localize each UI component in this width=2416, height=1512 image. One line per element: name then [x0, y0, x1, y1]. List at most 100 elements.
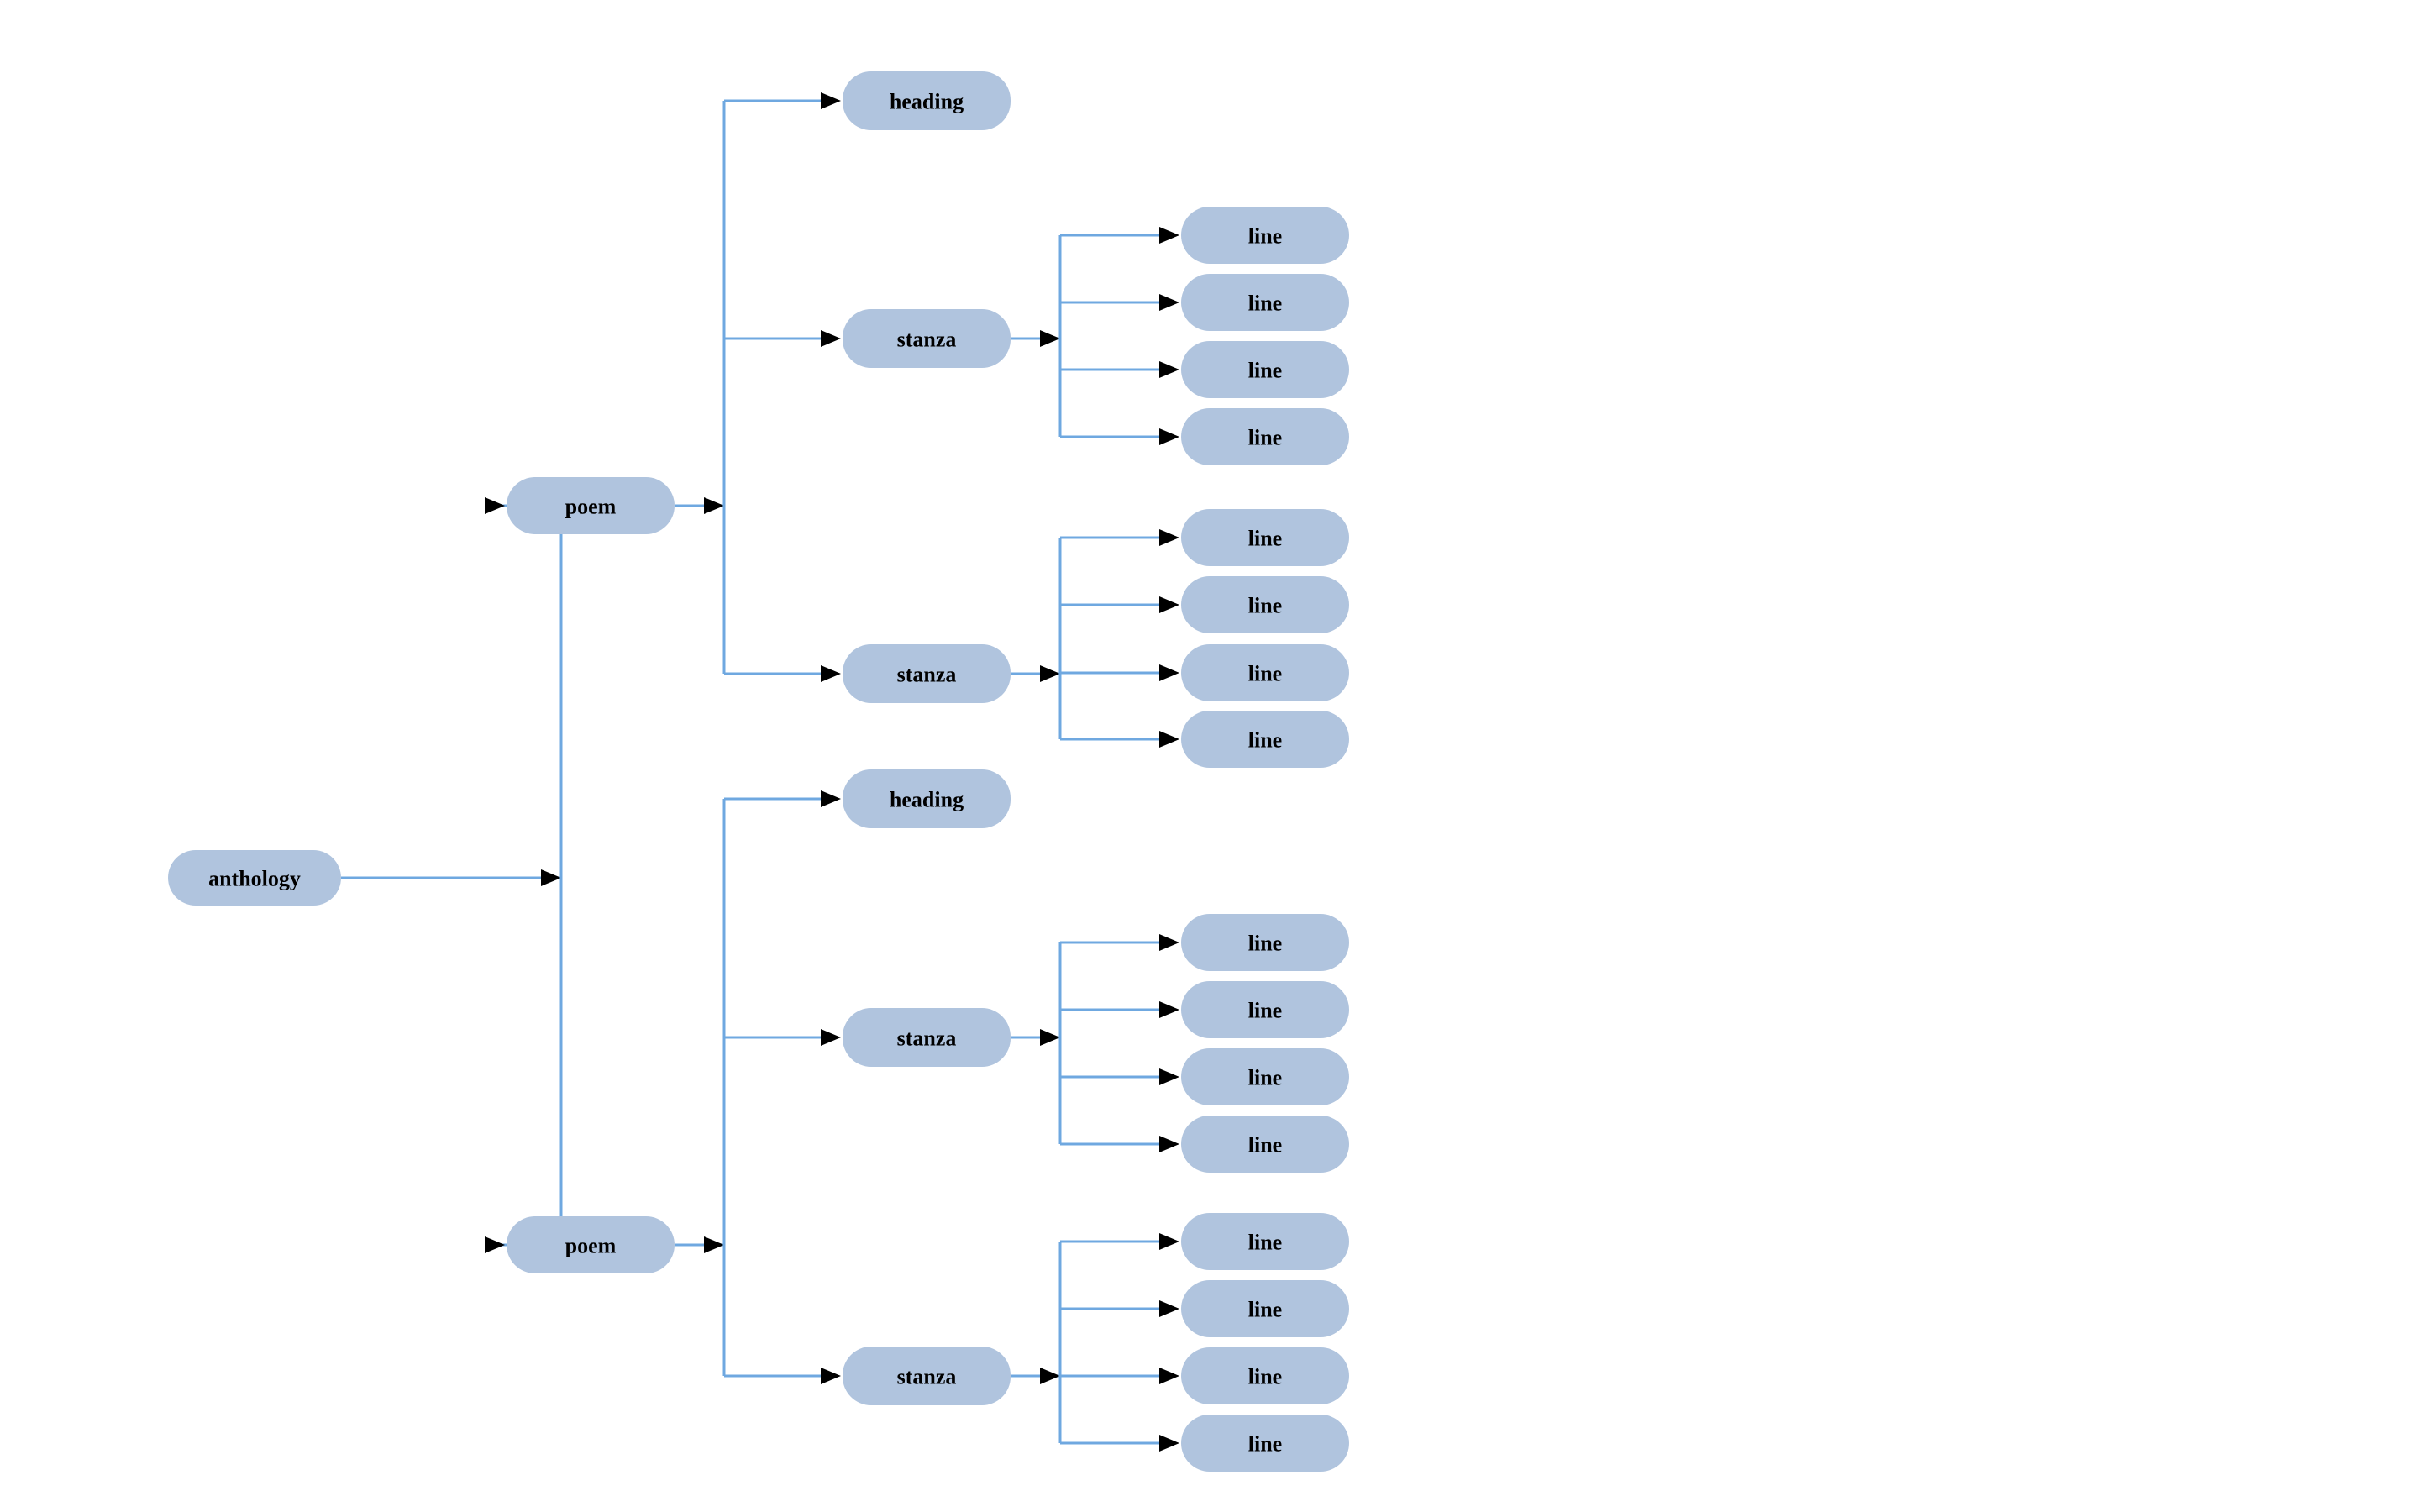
arrow-into-poem-1-stanza-1 [821, 330, 841, 347]
arrow-into-poem-1-stanza-1-line-2 [1159, 294, 1179, 311]
node-shape-poem-2-heading [843, 769, 1011, 828]
node-shape-poem-1 [507, 477, 675, 534]
node-shape-poem-2-stanza-1-line-3 [1181, 1048, 1349, 1105]
arrow-into-poem-2-stanza-2 [821, 1368, 841, 1384]
node-poem-2-stanza-1[interactable]: stanza [843, 1008, 1011, 1067]
node-poem-1[interactable]: poem [507, 477, 675, 534]
arrow-into-poem-2-stanza-1-line-1 [1159, 934, 1179, 951]
arrow-into-poem-1-stanza-2-line-3 [1159, 664, 1179, 681]
node-shape-poem-2 [507, 1216, 675, 1273]
node-label-poem-2-stanza-1: stanza [897, 1026, 957, 1051]
node-label-poem-1-stanza-2-line-1: line [1248, 527, 1282, 551]
node-label-poem-1-stanza-1: stanza [897, 328, 957, 352]
node-poem-2-stanza-1-line-4[interactable]: line [1181, 1116, 1349, 1173]
node-poem-1-stanza-1[interactable]: stanza [843, 309, 1011, 368]
node-poem-2[interactable]: poem [507, 1216, 675, 1273]
arrow-into-trunk-poem-1-stanza-1 [1040, 330, 1060, 347]
node-shape-poem-1-stanza-2 [843, 644, 1011, 703]
node-label-poem-2-stanza-2-line-1: line [1248, 1231, 1282, 1255]
node-poem-1-stanza-2-line-1[interactable]: line [1181, 509, 1349, 566]
node-shape-poem-1-stanza-2-line-1 [1181, 509, 1349, 566]
arrow-into-poem-1-stanza-2-line-4 [1159, 731, 1179, 748]
node-shape-poem-1-stanza-1 [843, 309, 1011, 368]
node-label-poem-1-stanza-1-line-3: line [1248, 359, 1282, 383]
arrow-into-poem-2-stanza-1-line-3 [1159, 1068, 1179, 1085]
node-shape-poem-2-stanza-1-line-1 [1181, 914, 1349, 971]
arrow-into-trunk-poem-2-stanza-1 [1040, 1029, 1060, 1046]
node-poem-1-stanza-1-line-2[interactable]: line [1181, 274, 1349, 331]
node-label-poem-2-stanza-1-line-1: line [1248, 932, 1282, 956]
node-label-poem-1-stanza-2-line-4: line [1248, 728, 1282, 753]
node-label-poem-2-stanza-2-line-4: line [1248, 1432, 1282, 1457]
node-shape-poem-1-stanza-2-line-2 [1181, 576, 1349, 633]
node-poem-1-stanza-1-line-3[interactable]: line [1181, 341, 1349, 398]
node-label-poem-1-stanza-2-line-3: line [1248, 662, 1282, 686]
node-poem-2-stanza-2[interactable]: stanza [843, 1347, 1011, 1405]
node-poem-2-stanza-2-line-1[interactable]: line [1181, 1213, 1349, 1270]
node-shape-poem-1-stanza-1-line-1 [1181, 207, 1349, 264]
node-label-anthology: anthology [208, 867, 301, 891]
node-shape-poem-1-stanza-2-line-4 [1181, 711, 1349, 768]
node-shape-poem-1-stanza-2-line-3 [1181, 644, 1349, 701]
node-shape-anthology [168, 850, 341, 906]
node-label-poem-2-stanza-1-line-3: line [1248, 1066, 1282, 1090]
arrow-into-poem-2-stanza-1-line-2 [1159, 1001, 1179, 1018]
node-shape-poem-2-stanza-2-line-1 [1181, 1213, 1349, 1270]
arrow-into-poem-1-stanza-2-line-2 [1159, 596, 1179, 613]
node-label-poem-2: poem [565, 1234, 617, 1258]
arrow-into-trunk-poem-1 [704, 497, 724, 514]
node-label-poem-2-stanza-1-line-2: line [1248, 999, 1282, 1023]
node-label-poem-2-stanza-1-line-4: line [1248, 1133, 1282, 1158]
node-label-poem-2-stanza-2-line-3: line [1248, 1365, 1282, 1389]
node-label-poem-2-stanza-2: stanza [897, 1365, 957, 1389]
node-poem-2-stanza-2-line-3[interactable]: line [1181, 1347, 1349, 1404]
node-label-poem-2-stanza-2-line-2: line [1248, 1298, 1282, 1322]
arrow-into-poem-2-stanza-2-line-2 [1159, 1300, 1179, 1317]
node-label-poem-1-stanza-1-line-4: line [1248, 426, 1282, 450]
edge-layer [341, 92, 1179, 1452]
node-poem-1-stanza-2[interactable]: stanza [843, 644, 1011, 703]
node-poem-1-stanza-2-line-4[interactable]: line [1181, 711, 1349, 768]
arrow-into-trunk-poem-2-stanza-2 [1040, 1368, 1060, 1384]
arrow-into-poem-1-stanza-1-line-1 [1159, 227, 1179, 244]
node-label-poem-1-stanza-1-line-1: line [1248, 224, 1282, 249]
arrow-into-poem-2-stanza-2-line-3 [1159, 1368, 1179, 1384]
arrow-into-poem-2-stanza-1 [821, 1029, 841, 1046]
node-anthology[interactable]: anthology [168, 850, 341, 906]
node-shape-poem-1-stanza-1-line-4 [1181, 408, 1349, 465]
node-label-poem-1: poem [565, 495, 617, 519]
node-poem-2-stanza-2-line-4[interactable]: line [1181, 1415, 1349, 1472]
node-shape-poem-2-stanza-1-line-4 [1181, 1116, 1349, 1173]
arrow-into-poem-1 [485, 497, 505, 514]
node-shape-poem-2-stanza-2-line-3 [1181, 1347, 1349, 1404]
node-poem-1-stanza-1-line-4[interactable]: line [1181, 408, 1349, 465]
arrow-into-poem-1-stanza-2 [821, 665, 841, 682]
arrow-into-trunk-anthology [541, 869, 561, 886]
node-poem-2-stanza-2-line-2[interactable]: line [1181, 1280, 1349, 1337]
node-poem-1-stanza-2-line-3[interactable]: line [1181, 644, 1349, 701]
arrow-into-poem-2-stanza-2-line-4 [1159, 1435, 1179, 1452]
arrow-into-poem-2 [485, 1236, 505, 1253]
arrow-into-poem-2-stanza-2-line-1 [1159, 1233, 1179, 1250]
arrow-into-poem-2-heading [821, 790, 841, 807]
node-shape-poem-2-stanza-2 [843, 1347, 1011, 1405]
node-shape-poem-1-stanza-1-line-2 [1181, 274, 1349, 331]
node-shape-poem-2-stanza-2-line-2 [1181, 1280, 1349, 1337]
node-shape-poem-1-stanza-1-line-3 [1181, 341, 1349, 398]
node-poem-2-stanza-1-line-3[interactable]: line [1181, 1048, 1349, 1105]
arrow-into-trunk-poem-2 [704, 1236, 724, 1253]
node-poem-1-stanza-1-line-1[interactable]: line [1181, 207, 1349, 264]
node-label-poem-1-stanza-1-line-2: line [1248, 291, 1282, 316]
node-poem-1-heading[interactable]: heading [843, 71, 1011, 130]
node-shape-poem-1-heading [843, 71, 1011, 130]
node-shape-poem-2-stanza-1 [843, 1008, 1011, 1067]
arrow-into-poem-2-stanza-1-line-4 [1159, 1136, 1179, 1152]
node-poem-2-stanza-1-line-2[interactable]: line [1181, 981, 1349, 1038]
node-poem-1-stanza-2-line-2[interactable]: line [1181, 576, 1349, 633]
node-poem-2-stanza-1-line-1[interactable]: line [1181, 914, 1349, 971]
node-poem-2-heading[interactable]: heading [843, 769, 1011, 828]
arrow-into-poem-1-heading [821, 92, 841, 109]
node-label-poem-1-heading: heading [890, 90, 964, 114]
